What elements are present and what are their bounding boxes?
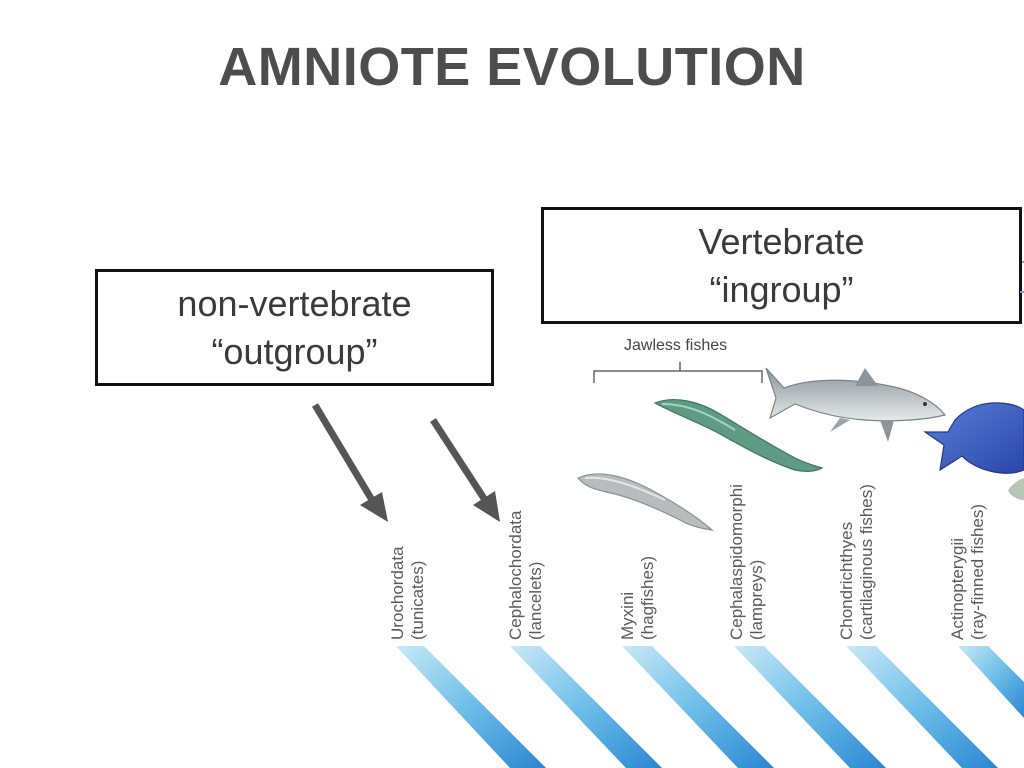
outgroup-line2: “outgroup” <box>211 331 378 372</box>
taxon-label-chondrichthyes: Chondrichthyes (cartilaginous fishes) <box>837 484 877 640</box>
taxon-common: (hagfishes) <box>638 555 657 640</box>
branch-cephalaspidomorphi <box>734 646 886 768</box>
taxon-name: Actinopterygii <box>948 537 967 640</box>
taxon-name: Urochordata <box>388 546 407 640</box>
taxon-common: (tunicates) <box>408 560 427 640</box>
ingroup-line2: “ingroup” <box>709 269 854 310</box>
taxon-common: (cartilaginous fishes) <box>857 484 876 640</box>
shark-icon <box>765 367 947 442</box>
taxon-label-actinopterygii: Actinopterygii (ray-finned fishes) <box>948 504 988 640</box>
taxon-name: Cephalochordata <box>506 510 525 640</box>
clipped-edge-marks <box>1020 261 1024 293</box>
hagfish-icon <box>577 473 714 531</box>
taxon-label-cephalaspidomorphi: Cephalaspidomorphi (lampreys) <box>727 484 767 640</box>
lamprey-icon <box>653 399 824 472</box>
taxon-common: (lampreys) <box>747 559 766 640</box>
taxon-name: Chondrichthyes <box>837 521 856 640</box>
taxon-label-myxini: Myxini (hagfishes) <box>618 556 658 640</box>
arrowhead-cephalochordata <box>473 491 500 522</box>
ray-finned-fish-icon <box>923 402 1024 500</box>
jawless-bracket <box>593 362 763 383</box>
taxon-name: Cephalaspidomorphi <box>727 484 746 640</box>
branch-cephalochordata <box>510 646 662 768</box>
outgroup-line1: non-vertebrate <box>177 283 412 324</box>
taxon-common: (lancelets) <box>526 561 545 640</box>
branch-chondrichthyes <box>846 646 998 768</box>
ingroup-line1: Vertebrate <box>698 221 865 262</box>
branch-urochordata <box>396 646 546 768</box>
taxon-label-cephalochordata: Cephalochordata (lancelets) <box>506 511 546 640</box>
taxon-name: Myxini <box>618 591 637 640</box>
ingroup-box: Vertebrate “ingroup” <box>541 207 1022 324</box>
arrowhead-urochordata <box>360 492 388 522</box>
branches <box>396 646 1024 768</box>
page-title: AMNIOTE EVOLUTION <box>218 37 806 97</box>
outgroup-arrows <box>311 403 500 522</box>
taxon-label-urochordata: Urochordata (tunicates) <box>388 546 428 640</box>
arrow-to-cephalochordata <box>430 418 488 502</box>
outgroup-box: non-vertebrate “outgroup” <box>95 269 494 386</box>
branch-actinopterygii <box>958 646 1024 718</box>
branch-myxini <box>622 646 774 768</box>
jawless-fishes-label: Jawless fishes <box>624 337 728 354</box>
taxon-common: (ray-finned fishes) <box>968 503 987 640</box>
arrow-to-urochordata <box>311 403 376 502</box>
